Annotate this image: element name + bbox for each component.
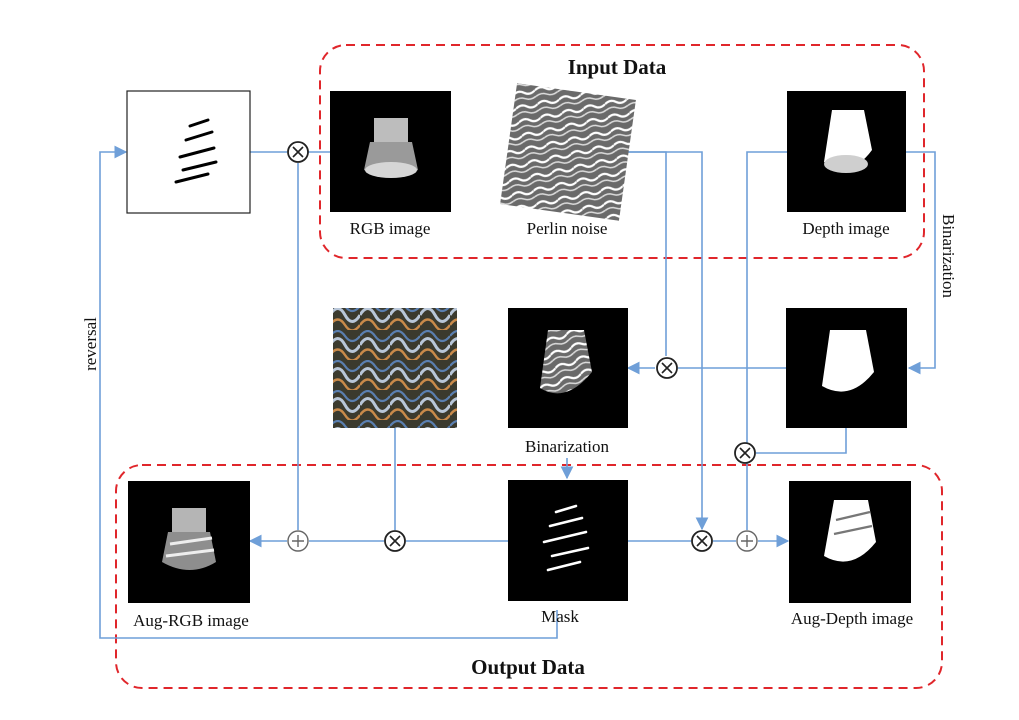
mask-image <box>508 480 628 601</box>
binarization-side-label: Binarization <box>939 214 958 299</box>
depth-image-label: Depth image <box>802 219 889 238</box>
mask-thumbnail <box>126 90 251 214</box>
output-data-title: Output Data <box>471 655 585 679</box>
perlin-noise-label: Perlin noise <box>527 219 608 238</box>
rgb-image-label: RGB image <box>350 219 431 238</box>
multiply-operator <box>691 530 713 552</box>
mask-label: Mask <box>541 607 579 626</box>
multiply-operator <box>384 530 406 552</box>
multiply-operator <box>734 442 756 464</box>
connections <box>99 145 936 639</box>
connector <box>756 428 847 454</box>
binarization-center-label: Binarization <box>525 437 610 456</box>
connector <box>746 151 787 530</box>
binarized-noise-image <box>508 308 628 428</box>
rgb-image <box>330 91 451 212</box>
add-operator <box>736 530 758 552</box>
connector <box>628 151 667 356</box>
aug-rgb-image-label: Aug-RGB image <box>133 611 249 630</box>
perlin-noise-image <box>500 83 636 221</box>
input-data-group <box>319 44 925 259</box>
depth-image <box>787 91 906 212</box>
connector <box>628 151 709 531</box>
style-image <box>333 308 457 428</box>
reversal-label: reversal <box>81 317 100 371</box>
binarization-arrow <box>906 151 936 375</box>
aug-depth-image-label: Aug-Depth image <box>791 609 913 628</box>
add-operator <box>287 530 309 552</box>
binary-depth-image <box>786 308 907 428</box>
aug-rgb-image <box>128 481 250 603</box>
aug-depth-image <box>789 481 911 603</box>
multiply-operator <box>287 141 309 163</box>
reversal-arrow <box>99 145 558 639</box>
output-data-group <box>115 464 943 689</box>
input-data-title: Input Data <box>568 55 667 79</box>
multiply-operator <box>656 357 678 379</box>
